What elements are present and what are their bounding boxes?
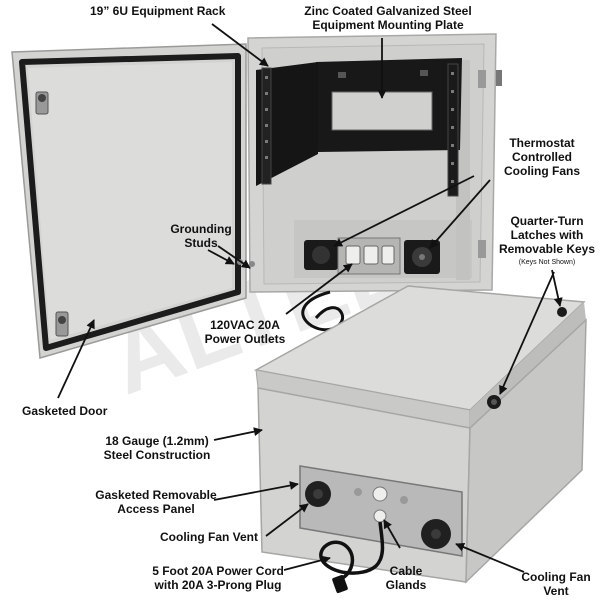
arrow-latch-front	[499, 271, 555, 395]
arrow-fan-vent-left	[265, 503, 309, 537]
arrow-grounding-b	[217, 245, 251, 269]
grounding-stud-body	[249, 261, 255, 267]
open-door	[11, 43, 255, 359]
open-enclosure	[247, 33, 502, 332]
label-power-outlets: 120VAC 20A Power Outlets	[204, 318, 286, 346]
arrow-cable-glands	[383, 519, 401, 549]
arrow-access-panel	[213, 481, 299, 501]
label-access-panel: Gasketed Removable Access Panel	[95, 488, 217, 516]
arrow-latch-back	[551, 269, 563, 307]
label-fan-vent-left: Cooling Fan Vent	[160, 530, 258, 544]
rack-rail-right	[447, 63, 459, 197]
arrow-power-cord	[283, 555, 331, 571]
arrow-fan-right	[429, 179, 491, 249]
annotation-arrows	[57, 23, 563, 573]
label-fan-vent-right: Cooling Fan Vent	[521, 570, 591, 598]
closed-enclosure	[253, 285, 587, 594]
label-keys-note: (Keys Not Shown)	[518, 259, 576, 266]
arrow-fan-vent-right	[455, 542, 525, 573]
arrow-grounding-a	[207, 249, 235, 265]
label-grounding-studs: Grounding Studs	[170, 222, 232, 250]
label-equipment-rack: 19” 6U Equipment Rack	[90, 4, 226, 18]
door-gasket	[19, 53, 241, 351]
latch-top-back	[557, 307, 567, 317]
arrow-fan-left	[333, 175, 475, 247]
label-power-cord: 5 Foot 20A Power Cord with 20A 3-Prong P…	[152, 564, 284, 592]
label-cooling-fans: Thermostat Controlled Cooling Fans	[504, 136, 580, 178]
label-mounting-plate: Zinc Coated Galvanized Steel Equipment M…	[304, 4, 472, 32]
arrow-equipment-rack	[211, 23, 269, 67]
arrow-steel	[213, 427, 263, 441]
power-plug	[332, 574, 348, 594]
label-latches: Quarter-Turn Latches with Removable Keys	[498, 214, 596, 256]
label-gasketed-door: Gasketed Door	[22, 404, 108, 418]
arrow-power-outlets	[285, 263, 353, 315]
closed-side	[465, 318, 587, 584]
label-steel-construction: 18 Gauge (1.2mm) Steel Construction	[103, 434, 211, 462]
label-cable-glands: Cable Glands	[385, 564, 427, 592]
cable-gland-top	[372, 486, 388, 502]
door-panel	[28, 62, 232, 340]
arrow-gasketed-door	[57, 319, 95, 399]
